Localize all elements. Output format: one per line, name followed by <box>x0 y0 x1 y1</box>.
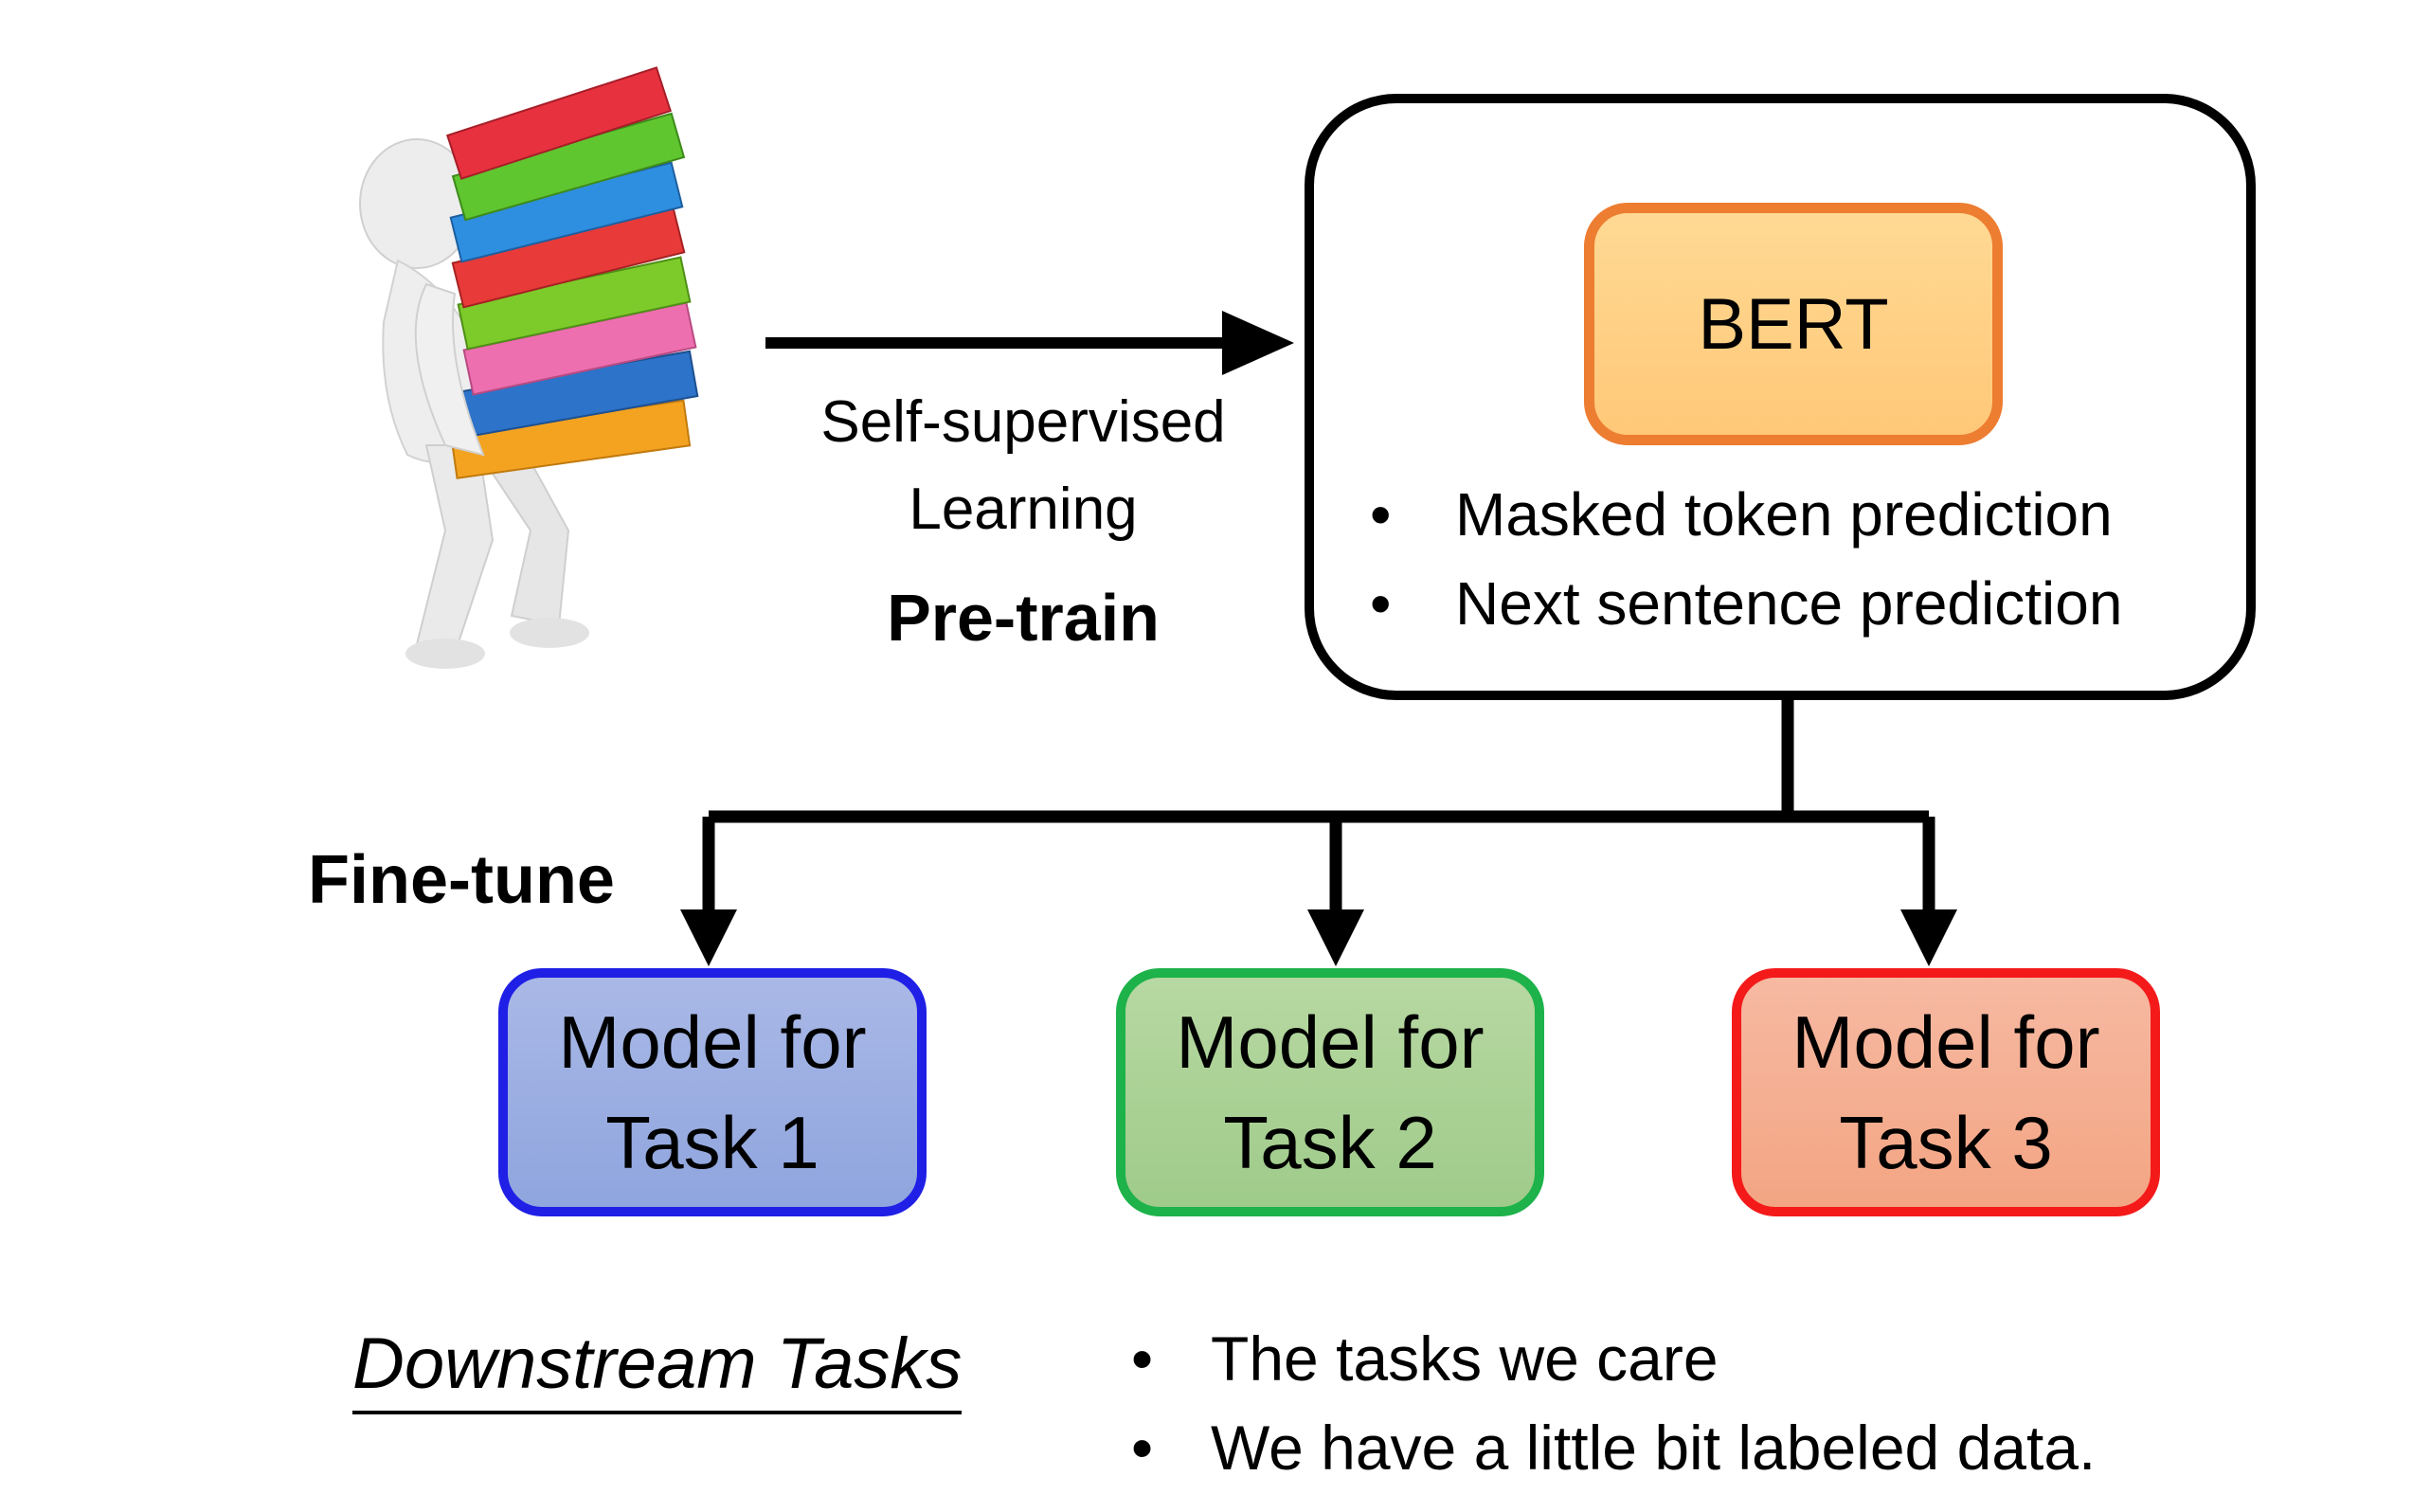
task-line1: Model for <box>1176 1000 1485 1084</box>
note-text: The tasks we care <box>1211 1323 1719 1394</box>
self-supervised-learning-label: Self-supervised Learning <box>758 379 1288 553</box>
bullet: • <box>1131 1413 1154 1483</box>
finetune-stage-label: Fine-tune <box>308 842 615 918</box>
downstream-tasks-title: Downstream Tasks <box>352 1323 963 1414</box>
bullet: • <box>1370 480 1392 549</box>
task1-arrowhead <box>680 909 737 966</box>
task-line2: Task 2 <box>1223 1101 1437 1184</box>
bert-label: BERT <box>1698 283 1889 365</box>
task1-model-box: Model for Task 1 <box>498 968 927 1216</box>
task-line2: Task 3 <box>1839 1101 2053 1184</box>
task2-model-box: Model for Task 2 <box>1116 968 1544 1216</box>
task3-model-box: Model for Task 3 <box>1732 968 2160 1216</box>
finetune-connector <box>702 695 1935 917</box>
task2-arrowhead <box>1307 909 1364 966</box>
bert-box: BERT <box>1584 203 2003 445</box>
task-line1: Model for <box>1791 1000 2100 1084</box>
bert-container-box <box>1305 94 2256 700</box>
pretrain-stage-label: Pre-train <box>887 581 1160 655</box>
objective-text: Next sentence prediction <box>1455 569 2123 638</box>
method-line2: Learning <box>909 477 1138 542</box>
note-text: We have a little bit labeled data. <box>1211 1413 2097 1483</box>
objective-text: Masked token prediction <box>1455 480 2113 549</box>
person-carrying-binders-icon <box>359 66 699 669</box>
bullet: • <box>1131 1323 1154 1394</box>
bullet: • <box>1370 569 1392 638</box>
task3-arrowhead <box>1900 909 1957 966</box>
method-line1: Self-supervised <box>820 389 1226 455</box>
task-line2: Task 1 <box>605 1101 819 1184</box>
pretrain-arrowhead <box>1222 311 1294 375</box>
task-line1: Model for <box>558 1000 867 1084</box>
